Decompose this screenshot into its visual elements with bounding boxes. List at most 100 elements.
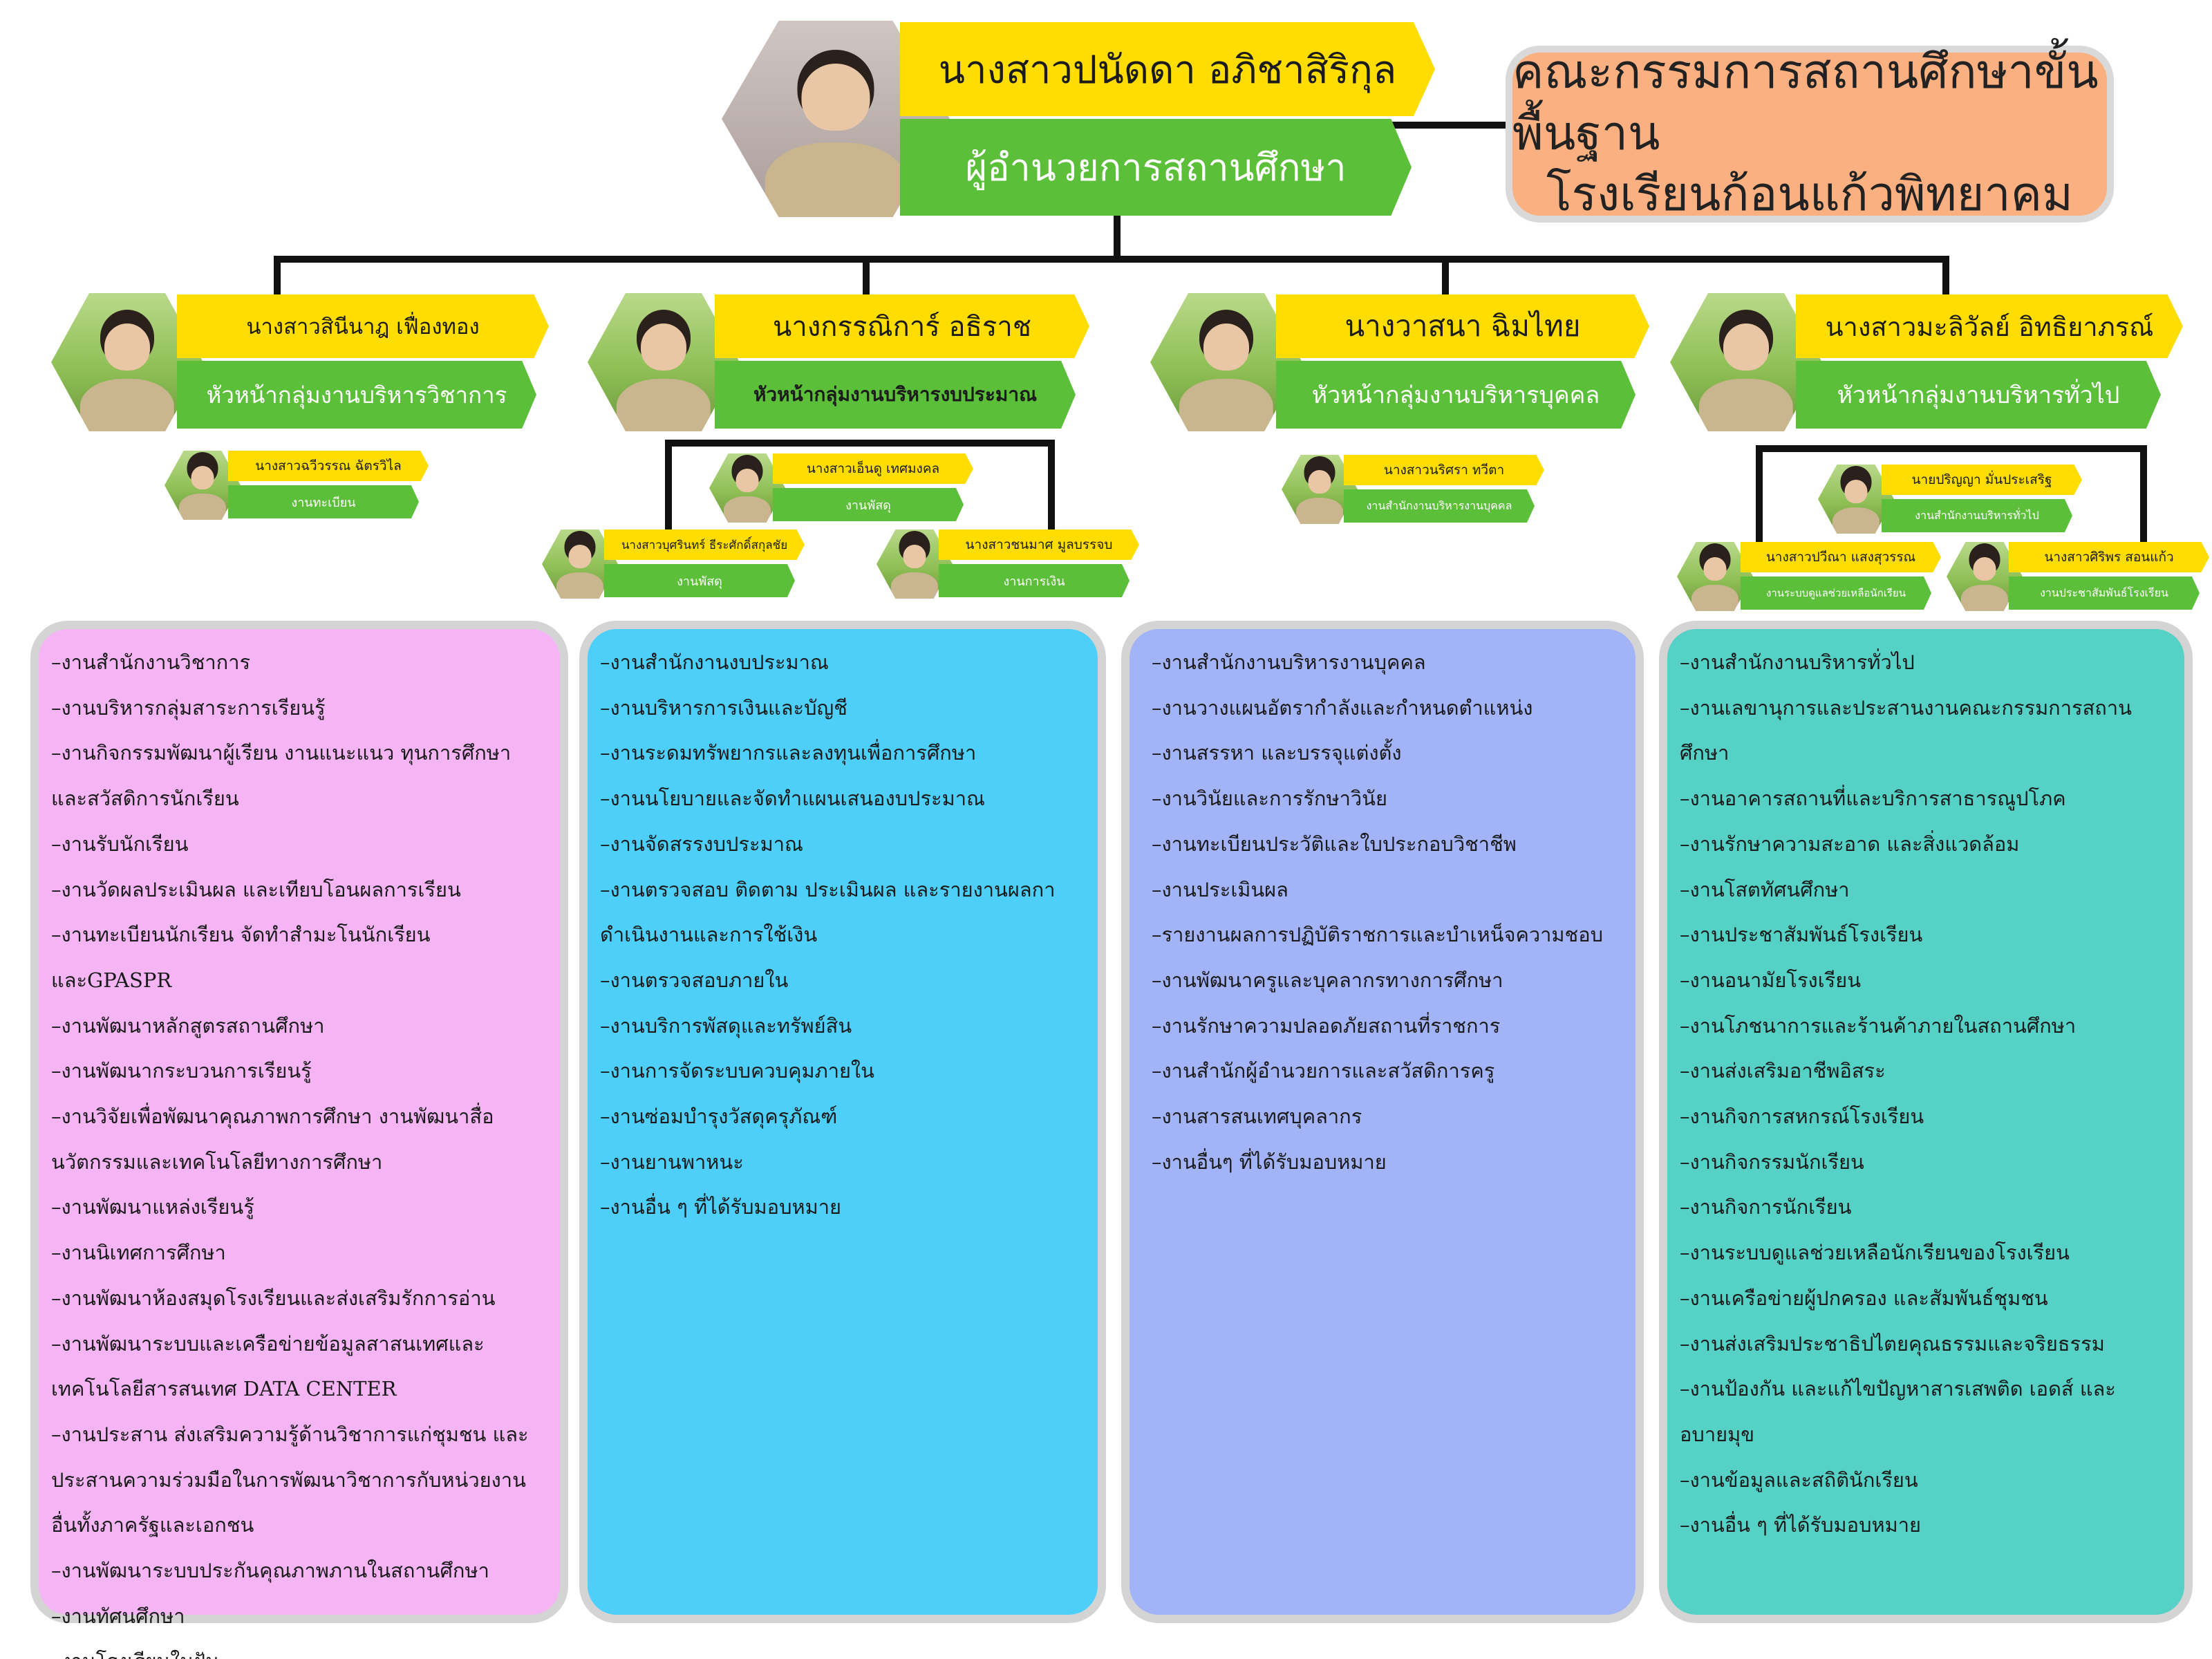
- task-item: –งานการจัดระบบควบคุมภายใน: [600, 1059, 874, 1083]
- task-item: –งานจัดสรรงบประมาณ: [600, 832, 803, 856]
- task-item: –งานสรรหา และบรรจุแต่งตั้ง: [1152, 741, 1402, 765]
- director-trunk-line: [1114, 207, 1121, 261]
- academic-staff-role: งานทะเบียน: [291, 495, 356, 510]
- task-item: –งานระบบดูแลช่วยเหลือนักเรียนของโรงเรียน: [1680, 1241, 2070, 1265]
- task-item: –งานอื่น ๆ ที่ได้รับมอบหมาย: [600, 1195, 841, 1219]
- academic-staff-photo: [165, 451, 241, 520]
- academic-staff-role-banner: งานทะเบียน: [228, 485, 419, 518]
- budget-head-position: หัวหน้ากลุ่มงานบริหารงบประมาณ: [753, 383, 1038, 406]
- personnel-head-name: นางวาสนา ฉิมไทย: [1344, 309, 1581, 343]
- task-item: –งานเลขานุการและประสานงานคณะกรรมการสถานศ…: [1680, 695, 2132, 765]
- general-staff-1-name-banner: นายปริญญา มั่นประเสริฐ: [1882, 465, 2082, 495]
- task-item: –งานรักษาความปลอดภัยสถานที่ราชการ: [1152, 1013, 1501, 1038]
- task-item: –งานกิจกรรมพัฒนาผู้เรียน งานแนะแนว ทุนกา…: [51, 741, 512, 811]
- director-position-banner: ผู้อำนวยการสถานศึกษา: [900, 119, 1412, 216]
- budget-head-position-banner: หัวหน้ากลุ่มงานบริหารงบประมาณ: [715, 361, 1076, 429]
- task-item: –รายงานผลการปฏิบัติราชการและบำเหน็จความช…: [1152, 923, 1604, 947]
- group-drop-general: [1942, 256, 1949, 301]
- budget-tasks-panel: –งานสำนักงานงบประมาณ –งานบริหารการเงินและ…: [579, 621, 1106, 1623]
- general-staff-2-name-banner: นางสาวปวีณา แสงสุวรรณ: [1741, 542, 1941, 572]
- general-staff-2-role: งานระบบดูแลช่วยเหลือนักเรียน: [1766, 587, 1906, 599]
- academic-head-position: หัวหน้ากลุ่มงานบริหารวิชาการ: [206, 381, 507, 409]
- academic-tasks-panel: –งานสำนักงานวิชาการ–งานบริหารกลุ่มสาระกา…: [30, 621, 568, 1659]
- general-staff-3-role-banner: งานประชาสัมพันธ์โรงเรียน: [2009, 577, 2200, 610]
- general-head-name: นางสาวมะลิวัลย์ อิทธิยาภรณ์: [1825, 311, 2154, 342]
- personnel-staff-role-banner: งานสำนักงานบริหารงานบุคคล: [1344, 489, 1535, 523]
- budget-staff-left-drop: [665, 440, 672, 536]
- task-item: –งานโสตทัศนศึกษา: [1680, 877, 1850, 901]
- budget-staff-1-name-banner: นางสาวเอ็นดู เทศมงคล: [773, 453, 973, 484]
- general-task-list: –งานสำนักงานบริหารทั่วไป–งานเลขานุการและ…: [1680, 640, 2175, 1548]
- task-item: –งานอื่นๆ ที่ได้รับมอบหมาย: [1152, 1150, 1387, 1174]
- task-item: –งานกิจกรรมนักเรียน: [1680, 1150, 1864, 1174]
- budget-staff-1-name: นางสาวเอ็นดู เทศมงคล: [806, 461, 940, 476]
- personnel-tasks-panel: –งานสำนักงานบริหารงานบุคคล–งานวางแผนอัตร…: [1121, 621, 1644, 1623]
- task-item: –งานวิจัยเพื่อพัฒนาคุณภาพการศึกษา งานพัฒ…: [51, 1105, 494, 1174]
- personnel-task-list: –งานสำนักงานบริหารงานบุคคล–งานวางแผนอัตร…: [1152, 640, 1626, 1185]
- task-item: –งานสำนักงานงบประมาณ: [600, 650, 829, 674]
- task-item: –งานกิจการนักเรียน: [1680, 1195, 1852, 1219]
- academic-staff-name: นางสาวฉวีวรรณ ฉัตรวิไล: [255, 458, 402, 474]
- task-item: –งานระดมทรัพยากรและลงทุนเพื่อการศึกษา: [600, 741, 977, 765]
- task-item: –งานป้องกัน และแก้ไขปัญหาสารเสพติด เอดส์…: [1680, 1377, 2116, 1446]
- general-staff-1-name: นายปริญญา มั่นประเสริฐ: [1911, 472, 2052, 487]
- academic-task-list: –งานสำนักงานวิชาการ–งานบริหารกลุ่มสาระกา…: [51, 640, 550, 1659]
- general-staff-right-drop: [2140, 445, 2147, 556]
- task-item: –งานพัฒนาครูและบุคลากรทางการศึกษา: [1152, 968, 1503, 992]
- general-tasks-panel: –งานสำนักงานบริหารทั่วไป–งานเลขานุการและ…: [1659, 621, 2193, 1623]
- task-item: –งานอื่น ๆ ที่ได้รับมอบหมาย: [1680, 1513, 1921, 1537]
- task-item: –งานประสาน ส่งเสริมความรู้ด้านวิชาการแก่…: [51, 1422, 529, 1537]
- task-item: –งานบริหารการเงินและบัญชี: [600, 695, 847, 720]
- academic-head-name-banner: นางสาวสินีนาฎ เฟื่องทอง: [177, 294, 549, 358]
- task-item: –งานรับนักเรียน: [51, 832, 189, 856]
- task-item: –งานบริการพัสดุและทรัพย์สิน: [600, 1013, 852, 1038]
- task-item: –งานส่งเสริมประชาธิปไตยคุณธรรมและจริยธรร…: [1680, 1331, 2105, 1356]
- personnel-head-position-banner: หัวหน้ากลุ่มงานบริหารบุคคล: [1276, 361, 1635, 429]
- director-name-banner: นางสาวปนัดดา อภิชาสิริกุล: [900, 22, 1435, 116]
- budget-staff-3-name: นางสาวชนมาศ มูลบรรจบ: [965, 537, 1113, 552]
- school-board-box: คณะกรรมการสถานศึกษาขั้นพื้นฐาน โรงเรียนก…: [1506, 45, 2114, 223]
- budget-head-name-banner: นางกรรณิการ์ อธิราช: [715, 294, 1089, 358]
- task-item: –งานโภชนาการและร้านค้าภายในสถานศึกษา: [1680, 1013, 2077, 1038]
- budget-staff-3-name-banner: นางสาวชนมาศ มูลบรรจบ: [939, 529, 1139, 560]
- general-staff-1-role-banner: งานสำนักงานบริหารทั่วไป: [1882, 499, 2072, 532]
- general-staff-1-role: งานสำนักงานบริหารทั่วไป: [1915, 508, 2039, 522]
- general-head-position-banner: หัวหน้ากลุ่มงานบริหารทั่วไป: [1796, 361, 2161, 429]
- personnel-staff-role: งานสำนักงานบริหารงานบุคคล: [1366, 498, 1512, 512]
- task-item: –งานโรงเรียนในฝัน: [51, 1639, 550, 1659]
- task-item: –งานพัฒนาระบบและเครือข่ายข้อมูลสาสนเทศแล…: [51, 1331, 485, 1401]
- task-item: –งานวินัยและการรักษาวินัย: [1152, 787, 1387, 811]
- task-item: –งานซ่อมบำรุงวัสดุครุภัณฑ์: [600, 1105, 838, 1129]
- academic-head-name: นางสาวสินีนาฎ เฟื่องทอง: [246, 315, 480, 339]
- task-item: –งานประชาสัมพันธ์โรงเรียน: [1680, 923, 1923, 947]
- general-staff-bus: [1756, 445, 2147, 452]
- task-item: –งานนิเทศการศึกษา: [51, 1241, 226, 1265]
- personnel-head-name-banner: นางวาสนา ฉิมไทย: [1276, 294, 1649, 358]
- group-drop-budget: [863, 256, 870, 301]
- task-item: –งานข้อมูลและสถิตินักเรียน: [1680, 1468, 1918, 1492]
- task-item: –งานรักษาความสะอาด และสิ่งแวดล้อม: [1680, 832, 2020, 856]
- general-staff-3-name-banner: นางสาวศิริพร สอนแก้ว: [2009, 542, 2209, 572]
- task-item: –งานเครือข่ายผู้ปกครอง และสัมพันธ์ชุมชน: [1680, 1286, 2048, 1310]
- budget-staff-3-role-banner: งานการเงิน: [939, 564, 1130, 597]
- task-item: –งานทะเบียนประวัติและใบประกอบวิชาชีพ: [1152, 832, 1517, 856]
- task-item: –งานสารสนเทศบุคลากร: [1152, 1105, 1362, 1129]
- task-item: –งานวางแผนอัตรากำลังและกำหนดตำแหน่ง: [1152, 695, 1533, 720]
- director-position: ผู้อำนวยการสถานศึกษา: [965, 146, 1347, 189]
- task-item: –งานทะเบียนนักเรียน จัดทำสำมะโนนักเรียนแ…: [51, 923, 431, 992]
- budget-staff-1-photo: [709, 453, 785, 523]
- personnel-staff-name-banner: นางสาวนริศรา ทวีตา: [1344, 455, 1544, 485]
- director-board-connector: [1382, 122, 1506, 129]
- academic-staff-name-banner: นางสาวฉวีวรรณ ฉัตรวิไล: [228, 451, 429, 481]
- academic-head-position-banner: หัวหน้ากลุ่มงานบริหารวิชาการ: [177, 361, 536, 429]
- task-item: –งานอาคารสถานที่และบริการสาธารณูปโภค: [1680, 787, 2066, 811]
- task-item: –งานทัศนศึกษา: [51, 1604, 185, 1628]
- general-head-position: หัวหน้ากลุ่มงานบริหารทั่วไป: [1837, 382, 2120, 409]
- task-item: –งานประเมินผล: [1152, 877, 1288, 901]
- personnel-staff-name: นางสาวนริศรา ทวีตา: [1383, 462, 1505, 478]
- task-item: –งานสำนักผู้อำนวยการและสวัสดิการครู: [1152, 1059, 1495, 1083]
- general-staff-2-name: นางสาวปวีณา แสงสุวรรณ: [1765, 550, 1916, 565]
- budget-staff-2-role-banner: งานพัสดุ: [604, 564, 795, 597]
- budget-staff-2-name-banner: นางสาวบุศรินทร์ ธีระศักดิ์สกุลชัย: [604, 529, 805, 560]
- budget-staff-bus: [665, 440, 1055, 447]
